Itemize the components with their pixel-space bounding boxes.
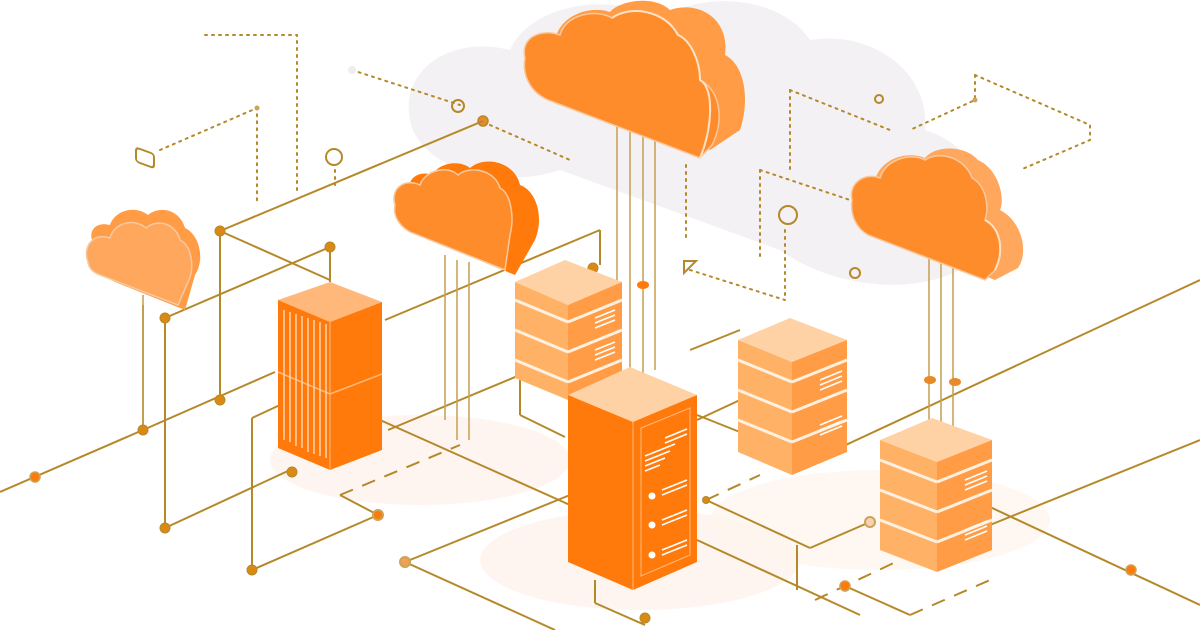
gauge-icon — [325, 148, 343, 166]
status-led-icon — [648, 521, 656, 529]
node-icon — [972, 97, 978, 103]
status-led-icon — [648, 551, 656, 559]
cloud-mid-left — [393, 161, 540, 275]
server-stack-a — [514, 260, 623, 400]
server-stack-b — [737, 318, 848, 475]
network-nodes — [29, 225, 1137, 624]
triangle-icon — [683, 260, 699, 276]
gauge-icon — [451, 99, 465, 113]
cloud-right — [850, 148, 1024, 281]
node-icon — [348, 66, 356, 74]
ring-icon — [874, 94, 884, 104]
status-led-icon — [648, 492, 656, 500]
ring-icon — [778, 205, 798, 225]
cloud-small-left — [85, 209, 201, 310]
chat-bubble-icon — [135, 147, 155, 169]
node-icon — [254, 105, 260, 111]
ring-icon — [849, 267, 861, 279]
wire-network — [0, 120, 1200, 630]
server-stack-c — [879, 418, 993, 572]
decor-icons — [135, 66, 978, 279]
server-tower-main — [568, 367, 697, 590]
cloud-top-center — [523, 0, 745, 159]
dotted-paths — [159, 34, 1091, 301]
server-rack-grid — [277, 282, 383, 470]
